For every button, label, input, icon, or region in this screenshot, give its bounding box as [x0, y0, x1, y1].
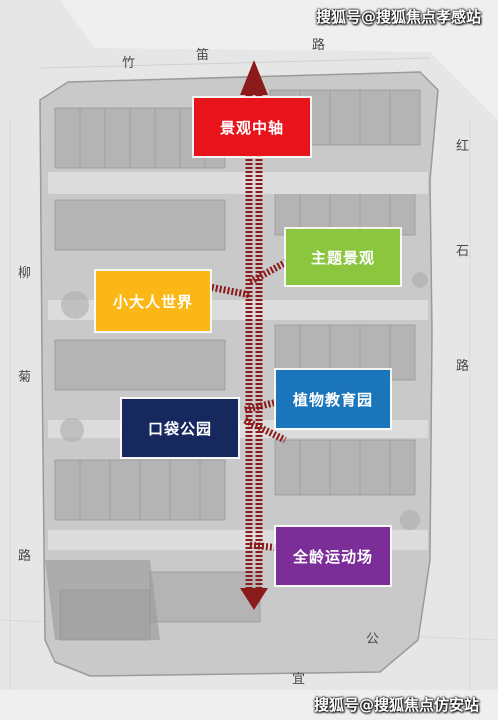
road-left-char: 菊: [18, 370, 32, 385]
axis-arrow-top: [240, 60, 268, 95]
label-theme: 主题景观: [286, 229, 400, 285]
label-pocket-text: 口袋公园: [147, 419, 212, 438]
label-theme-text: 主题景观: [310, 248, 375, 267]
road-bottom-char: 宜: [292, 672, 306, 687]
label-sports: 全龄运动场: [276, 527, 390, 585]
road-left-char: 路: [18, 549, 32, 564]
road-right-char: 路: [456, 359, 470, 374]
label-axis-text: 景观中轴: [219, 118, 284, 137]
label-kids: 小大人世界: [96, 271, 210, 331]
axis-arrow-bottom: [240, 588, 268, 610]
label-sports-text: 全龄运动场: [292, 547, 373, 566]
label-pocket: 口袋公园: [122, 399, 238, 457]
road-top-char: 竹: [122, 56, 136, 71]
road-right-char: 红: [456, 139, 470, 154]
road-top-char: 笛: [196, 48, 210, 63]
label-kids-text: 小大人世界: [112, 292, 193, 311]
road-right-char: 石: [456, 244, 470, 259]
road-top-char: 路: [312, 38, 326, 53]
watermark-top: 搜狐号@搜狐焦点孝感站: [316, 8, 482, 26]
watermark-bottom: 搜狐号@搜狐焦点仿安站: [314, 696, 480, 714]
label-plant-text: 植物教育园: [292, 390, 373, 409]
road-left-char: 柳: [18, 266, 32, 281]
label-axis: 景观中轴: [194, 98, 310, 156]
road-bottom-char: 公: [366, 632, 380, 647]
label-plant: 植物教育园: [276, 370, 390, 428]
